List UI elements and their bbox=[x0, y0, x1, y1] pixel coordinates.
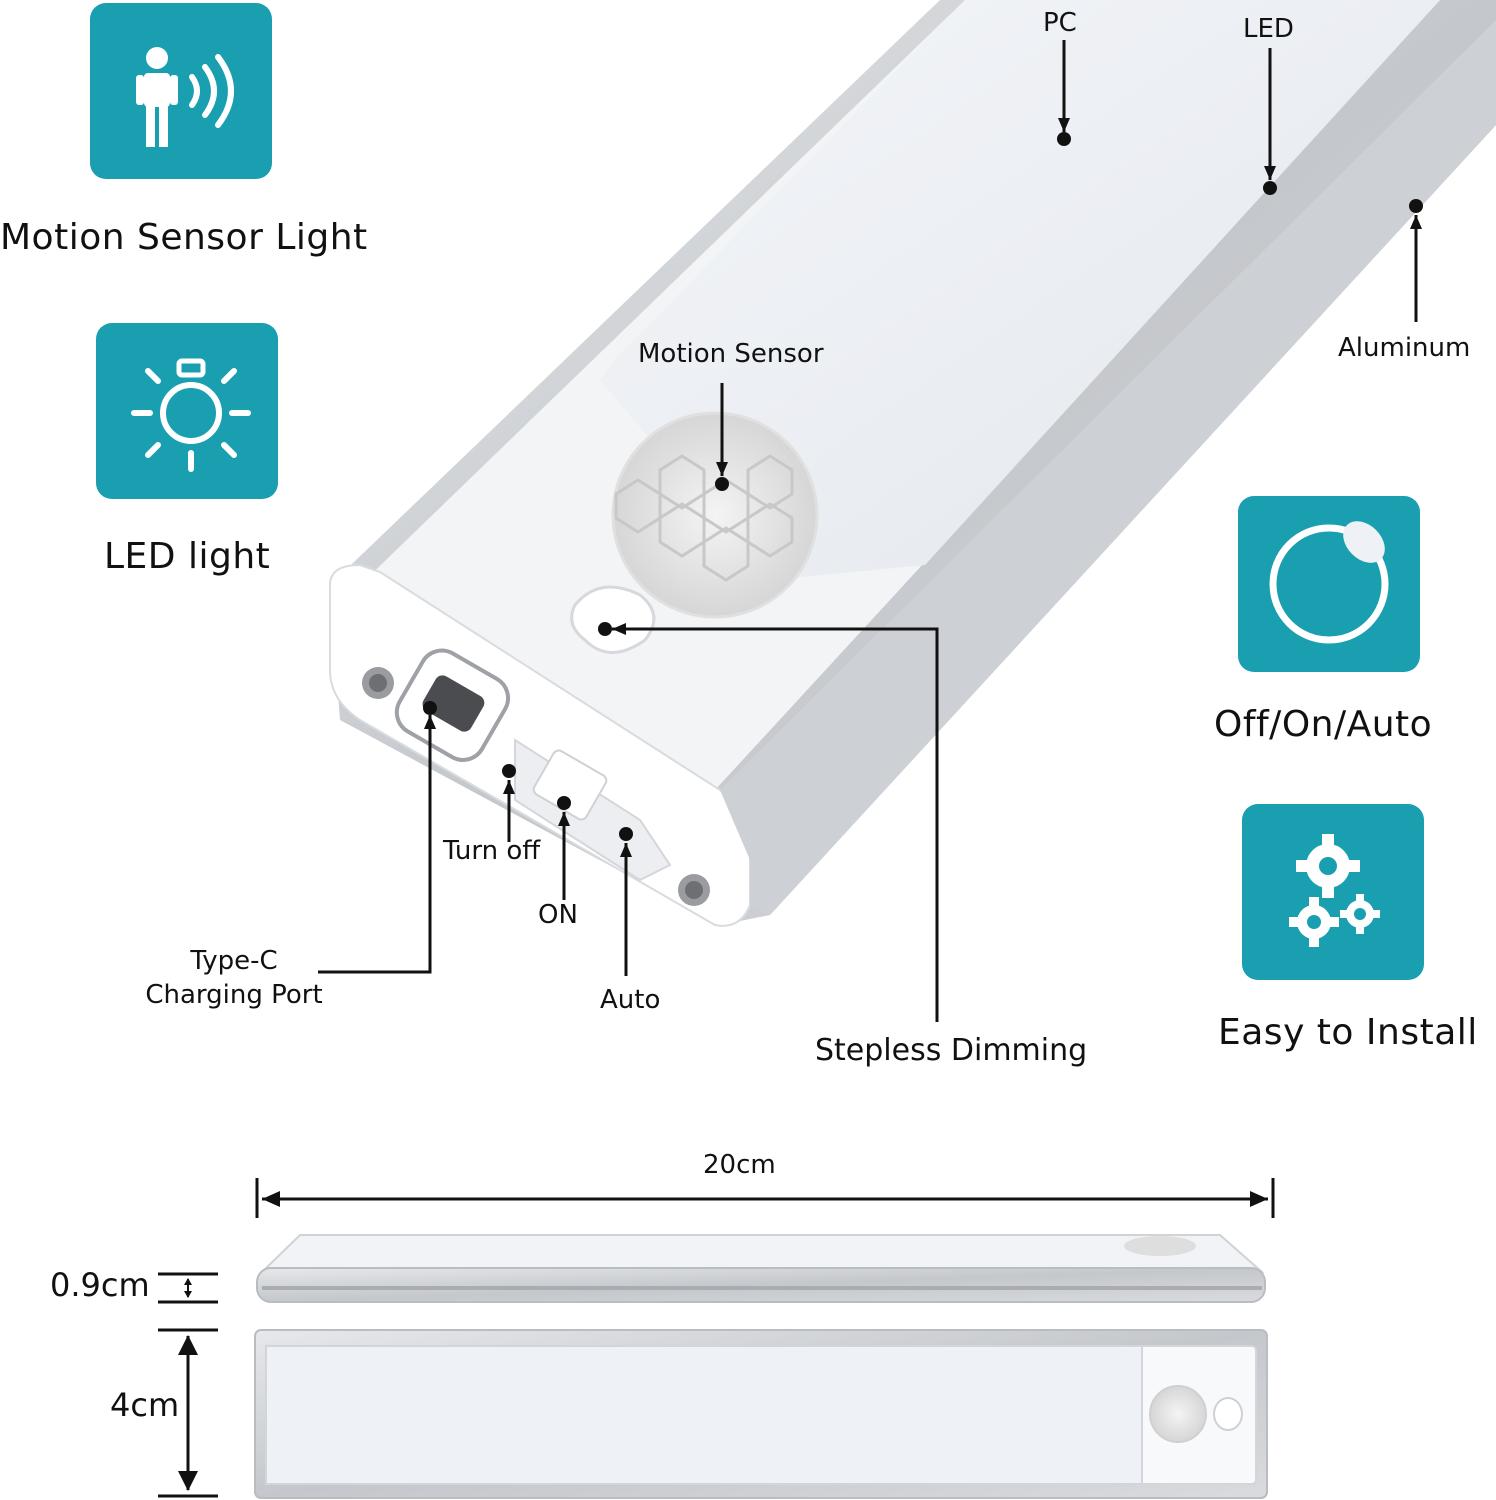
callout-type-c-line1: Type-C bbox=[190, 946, 278, 976]
side-view-bar-top bbox=[259, 1234, 1265, 1273]
feature-label-led-light: LED light bbox=[104, 536, 271, 577]
callout-type-c-line2: Charging Port bbox=[145, 980, 323, 1010]
feature-label-easy-to-install: Easy to Install bbox=[1218, 1012, 1478, 1053]
callout-stepless-dimming: Stepless Dimming bbox=[815, 1033, 1088, 1068]
dimension-drawing bbox=[158, 1178, 1275, 1499]
gears-icon bbox=[1242, 804, 1424, 980]
person-motion-icon bbox=[90, 3, 272, 179]
callout-motion-sensor: Motion Sensor bbox=[638, 339, 824, 369]
leader-stepless-dimming bbox=[612, 627, 939, 1022]
dimension-width-label: 4cm bbox=[110, 1386, 180, 1424]
callout-on: ON bbox=[538, 900, 578, 930]
dial-icon bbox=[1238, 496, 1420, 672]
light-bar-body bbox=[329, 0, 1496, 927]
callout-turn-off: Turn off bbox=[443, 836, 541, 866]
callout-aluminum: Aluminum bbox=[1338, 333, 1471, 363]
front-view-sensor bbox=[1149, 1385, 1207, 1443]
callout-type-c: Type-C Charging Port bbox=[136, 946, 332, 1010]
bulb-icon bbox=[96, 323, 278, 499]
dimension-length-label: 20cm bbox=[703, 1150, 776, 1180]
callout-led: LED bbox=[1243, 14, 1294, 44]
motion-sensor-lens bbox=[611, 411, 819, 619]
feature-label-motion-sensor-light: Motion Sensor Light bbox=[0, 217, 368, 258]
callout-auto: Auto bbox=[600, 985, 661, 1015]
dimension-thickness-label: 0.9cm bbox=[50, 1266, 150, 1304]
pc-diffuser-panel bbox=[600, 0, 1440, 580]
leader-lines bbox=[318, 40, 1423, 1022]
feature-label-off-on-auto: Off/On/Auto bbox=[1214, 704, 1433, 745]
dimming-button bbox=[570, 585, 656, 654]
leader-type-c bbox=[318, 715, 432, 974]
side-view-bar bbox=[256, 1267, 1266, 1303]
callout-pc: PC bbox=[1043, 8, 1077, 38]
